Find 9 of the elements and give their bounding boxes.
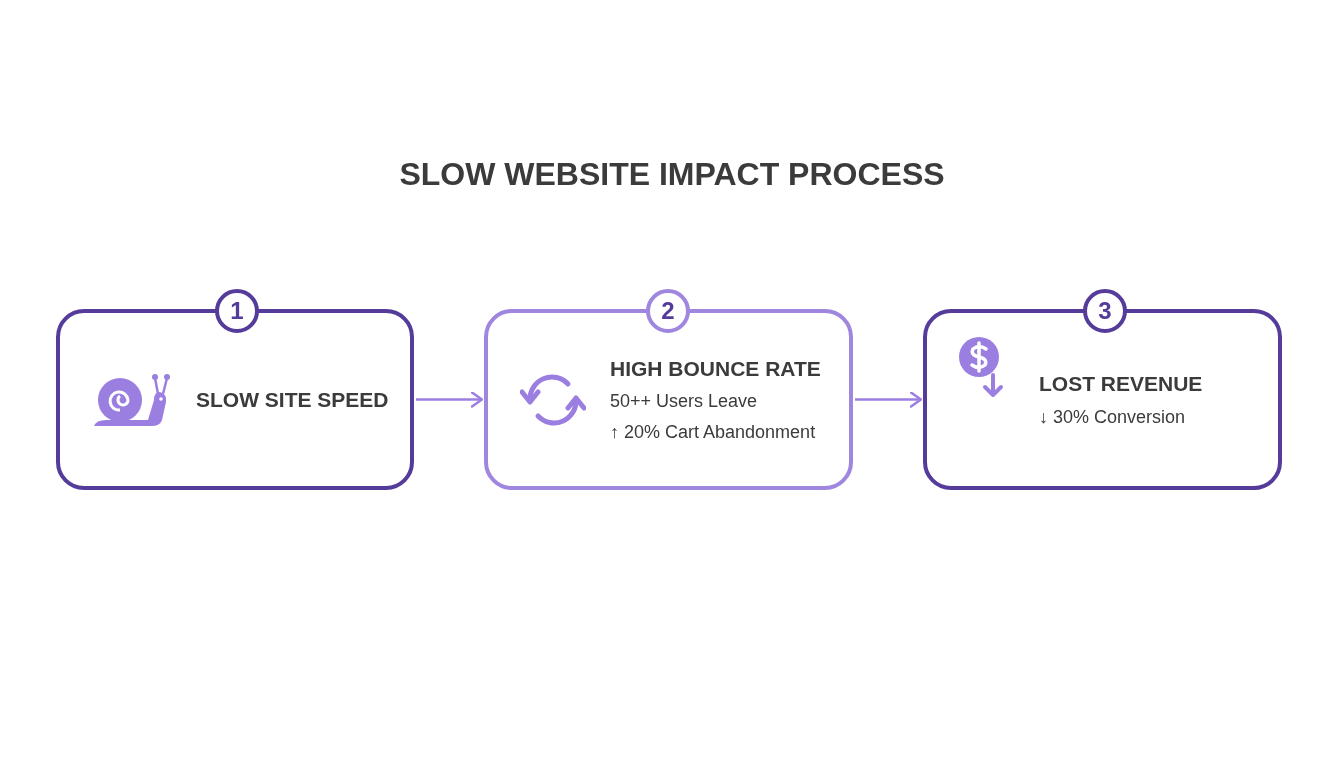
diagram-title: SLOW WEBSITE IMPACT PROCESS [399, 155, 945, 194]
step-title: LOST REVENUE [1039, 371, 1203, 398]
step-title: SLOW SITE SPEED [196, 386, 389, 413]
step-title: HIGH BOUNCE RATE [610, 355, 821, 382]
step-detail: ↑ 20% Cart Abandonment [610, 421, 817, 445]
arrow [416, 391, 484, 408]
step-detail: 50++ Users Leave [610, 390, 759, 414]
arrow [855, 391, 923, 408]
step-detail: ↓ 30% Conversion [1039, 405, 1187, 429]
